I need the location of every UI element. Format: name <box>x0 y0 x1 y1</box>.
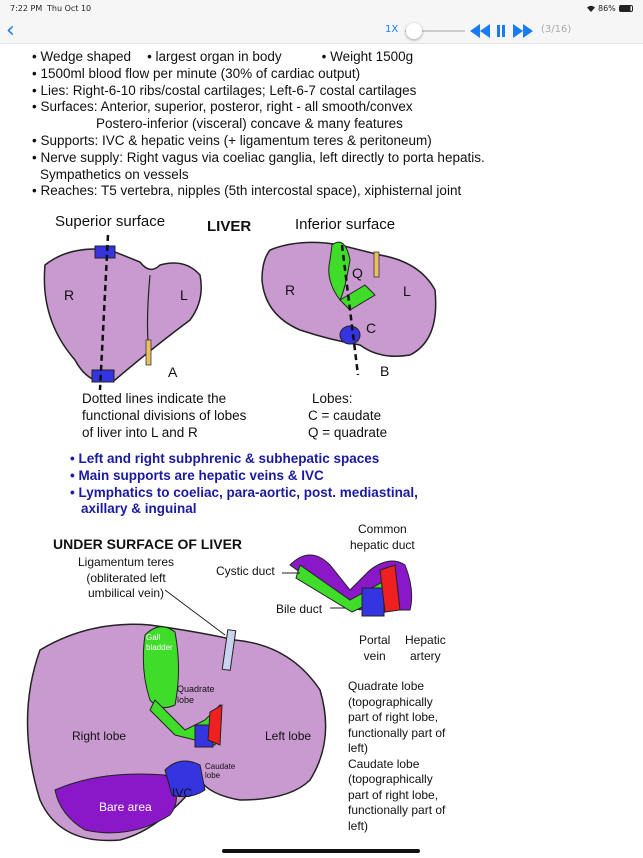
label-l-superior: L <box>180 287 188 303</box>
bare-area <box>54 773 177 834</box>
note-line: Caudate lobe <box>348 756 420 771</box>
note-line: Quadrate lobe <box>348 679 425 693</box>
label-line: (obliterated left <box>86 570 166 585</box>
bare-area-label: Bare area <box>99 800 152 814</box>
cystic-duct-label: Cystic duct <box>216 564 275 578</box>
label-c: C <box>366 320 377 336</box>
note-line: left) <box>348 741 369 755</box>
status-time: 7:22 PM <box>10 4 43 13</box>
label-q: Q <box>352 265 363 281</box>
superior-liver-shape <box>43 248 202 383</box>
dotted-lines-note: Dotted lines indicate the functional div… <box>82 391 246 441</box>
fact-weight: Weight 1500g <box>322 49 414 64</box>
note-line: functionally part of <box>348 725 446 740</box>
fact-lies: Lies: Right-6-10 ribs/costal cartilages;… <box>32 83 485 100</box>
label-line: lobe <box>177 695 195 705</box>
fact-largest: largest organ in body <box>147 49 282 64</box>
home-indicator[interactable] <box>222 849 420 853</box>
label-line: Common <box>358 522 407 536</box>
label-line: lobe <box>205 771 221 780</box>
bullet-lymphatics: Lymphatics to coeliac, para-aortic, post… <box>70 485 417 502</box>
bullet-spaces: Left and right subphrenic & subhepatic s… <box>70 451 418 468</box>
under-surface-title: UNDER SURFACE OF LIVER <box>53 536 243 552</box>
label-a: A <box>168 364 178 380</box>
facts-list: Wedge shaped largest organ in body Weight … <box>32 49 485 200</box>
back-button[interactable]: ‹ <box>6 18 15 43</box>
speed-button[interactable]: 1X <box>385 24 399 35</box>
fact-nerve-2: Sympathetics on vessels <box>40 166 189 182</box>
pause-icon[interactable] <box>496 24 506 38</box>
note-line: Dotted lines indicate the <box>82 391 227 406</box>
note-line: functionally part of <box>348 803 446 817</box>
label-line: hepatic duct <box>350 537 415 552</box>
ivc-label: IVC <box>172 786 193 800</box>
liver-title: LIVER <box>207 218 252 235</box>
legend-line: Q = quadrate <box>308 424 388 440</box>
label-line: Hepatic <box>405 633 446 647</box>
bullet-supports: Main supports are hepatic veins & IVC <box>70 468 418 485</box>
fact-wedge: Wedge shaped <box>32 49 131 64</box>
bile-duct-label: Bile duct <box>276 602 323 616</box>
status-date: Thu Oct 10 <box>47 4 92 13</box>
left-lobe-label: Left lobe <box>265 729 312 743</box>
lobes-legend: Lobes: C = caudate Q = quadrate <box>308 391 387 441</box>
label-l-inferior: L <box>403 283 411 299</box>
label-line: Gall <box>146 633 161 642</box>
label-line: Caudate <box>205 762 236 771</box>
note-line: part of right lobe, <box>348 710 439 724</box>
navigation-bar: ‹ 1X (3/16) <box>0 18 643 44</box>
label-line: umbilical vein) <box>88 586 165 600</box>
legend-line: C = caudate <box>308 407 382 423</box>
fact-surfaces-2: Postero-inferior (visceral) concave & ma… <box>96 116 403 132</box>
note-line: left) <box>348 818 369 833</box>
fast-forward-icon[interactable] <box>513 24 533 38</box>
inferior-surface-label: Inferior surface <box>295 216 396 233</box>
label-line: artery <box>410 648 441 663</box>
note-line: (topographically <box>348 772 433 786</box>
rewind-icon[interactable] <box>470 24 490 38</box>
bullet-lymphatics-2: axillary & inguinal <box>81 501 197 517</box>
right-lobe-label: Right lobe <box>72 729 127 743</box>
fact-supports: Supports: IVC & hepatic veins (+ ligamen… <box>32 133 485 150</box>
battery-level: 86% <box>598 4 616 13</box>
label-r-superior: R <box>64 287 75 303</box>
label-line: Portal <box>359 633 391 647</box>
fact-nerve: Nerve supply: Right vagus via coeliac ga… <box>32 150 484 167</box>
fact-reaches: Reaches: T5 vertebra, nipples (5th inter… <box>32 183 485 200</box>
fact-surfaces: Surfaces: Anterior, superior, posteror, … <box>32 99 485 116</box>
label-line: bladder <box>146 643 173 652</box>
note-line: functional divisions of lobes <box>82 407 247 423</box>
battery-icon <box>619 5 633 12</box>
fact-blood: 1500ml blood flow per minute (30% of car… <box>32 66 485 83</box>
label-line: vein <box>363 648 386 663</box>
legend-line: Lobes: <box>312 391 353 406</box>
progress-slider[interactable] <box>405 30 465 32</box>
note-line: of liver into L and R <box>82 424 198 440</box>
label-b: B <box>380 363 390 379</box>
blue-bullets: Left and right subphrenic & subhepatic s… <box>70 451 418 518</box>
label-line: Ligamentum teres <box>78 555 175 569</box>
slider-thumb[interactable] <box>406 23 422 39</box>
lobe-notes: Quadrate lobe (topographically part of r… <box>348 679 445 834</box>
label-line: Quadrate <box>177 684 215 694</box>
note-line: part of right lobe, <box>348 787 439 802</box>
page-indicator: (3/16) <box>541 24 572 35</box>
superior-surface-label: Superior surface <box>55 213 166 230</box>
label-r-inferior: R <box>285 282 296 298</box>
wifi-icon <box>587 5 595 12</box>
note-line: (topographically <box>348 694 433 709</box>
status-bar: 7:22 PM Thu Oct 10 86% <box>0 0 643 18</box>
